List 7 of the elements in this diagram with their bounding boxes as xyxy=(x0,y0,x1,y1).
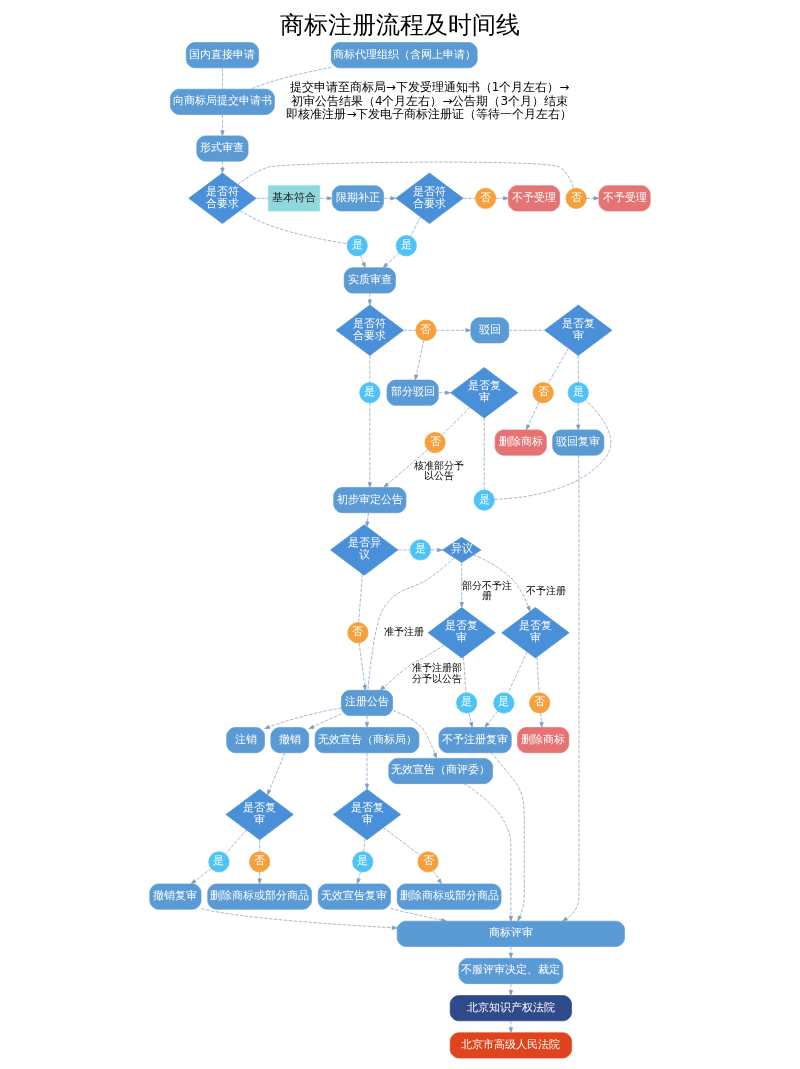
edge-label: 不予注册 xyxy=(525,584,566,596)
edge-label: 准予注册 xyxy=(384,626,425,638)
diagram-title: 商标注册流程及时间线 xyxy=(280,10,520,39)
edge-label: 准予注册部分予以公告 xyxy=(412,662,463,685)
label: 提交申请至商标局→下发受理通知书（1个月左右）→初审公告结果（4个月左右）→公告期（3个月）结束即核准注册→下发电子商标注册证（等待一个月左右） xyxy=(286,80,573,122)
edge-label: 核准部分予以公告 xyxy=(414,459,465,482)
edge-label: 部分不予注册 xyxy=(462,579,513,602)
